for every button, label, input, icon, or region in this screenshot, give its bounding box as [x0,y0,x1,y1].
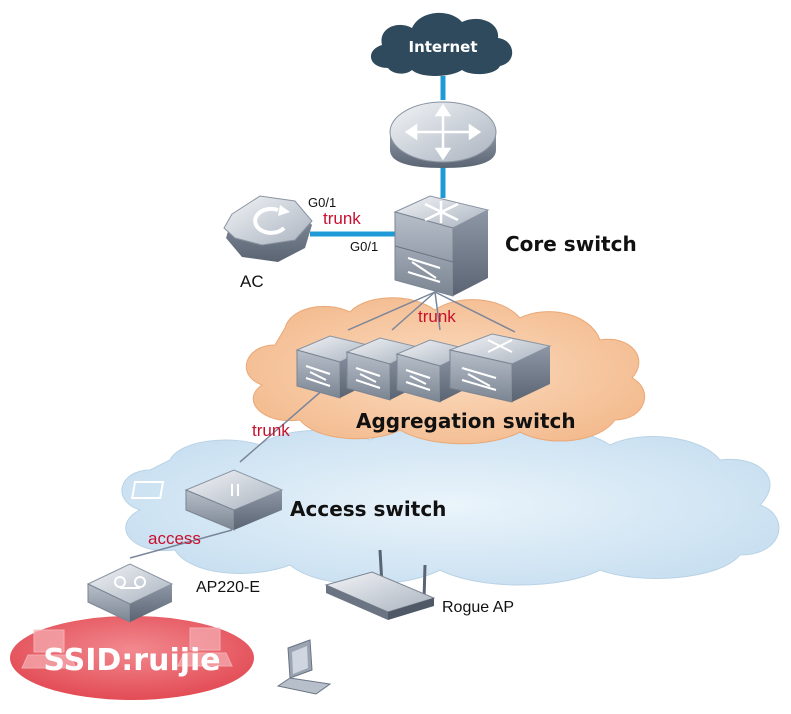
router-icon [389,101,497,168]
ap-label: AP220-E [196,579,260,596]
link-label-ac-core: trunk [323,209,361,228]
core-switch-icon: Core switch [393,195,637,297]
ssid-coverage-area: SSID:ruijie [10,616,254,700]
aggregation-switch-icon [295,333,552,403]
link-label-core-aggregation: trunk [418,307,456,326]
port-label-core-side: G0/1 [350,239,378,254]
access-switch-label: Access switch [290,497,446,521]
access-controller-icon: AC [223,195,313,291]
aggregation-switch-4 [448,333,552,403]
ssid-label: SSID:ruijie [43,643,220,678]
aggregation-switch-label: Aggregation switch [356,409,576,433]
link-aggregation-access [239,387,326,463]
link-label-access-ap: access [148,529,201,548]
wireless-router-icon: Rogue AP [324,549,514,620]
ac-label: AC [240,272,264,291]
link-access-ap [129,529,233,559]
laptop-icon [276,639,332,695]
links [129,76,516,559]
access-switch-icon: Access switch [131,469,446,531]
port-label-ac-side: G0/1 [308,195,336,210]
link-label-aggregation-access: trunk [252,421,290,440]
internet-label: Internet [408,38,477,56]
link-core-aggregation [347,291,516,333]
core-switch-label: Core switch [505,232,637,256]
internet-cloud-icon: Internet [370,12,513,76]
rogue-ap-label: Rogue AP [442,599,514,616]
access-point-icon: AP220-E [86,563,260,623]
